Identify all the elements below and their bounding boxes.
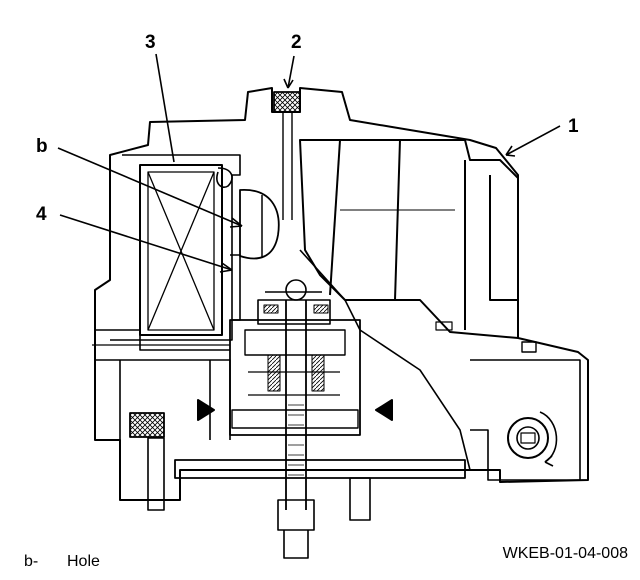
callout-4: 4 xyxy=(36,204,47,225)
callout-1: 1 xyxy=(568,116,579,137)
leader-2 xyxy=(287,55,295,89)
legend-key: b- xyxy=(24,553,39,570)
bottom-plate xyxy=(174,459,466,479)
callout-b: b xyxy=(36,136,48,157)
callout-2: 2 xyxy=(291,32,302,53)
figure-code: WKEB-01-04-008 xyxy=(502,545,628,562)
valve-body xyxy=(229,319,361,436)
leader-4 xyxy=(59,214,233,271)
hole xyxy=(239,189,280,260)
leader-b xyxy=(57,147,243,227)
stem xyxy=(285,300,307,510)
cover-body xyxy=(299,139,519,339)
housing-outline xyxy=(94,87,589,501)
legend-text: Hole xyxy=(67,553,100,570)
callout-3: 3 xyxy=(145,32,156,53)
coil xyxy=(139,164,223,336)
leader-1 xyxy=(505,125,561,156)
leader-3 xyxy=(155,53,175,163)
